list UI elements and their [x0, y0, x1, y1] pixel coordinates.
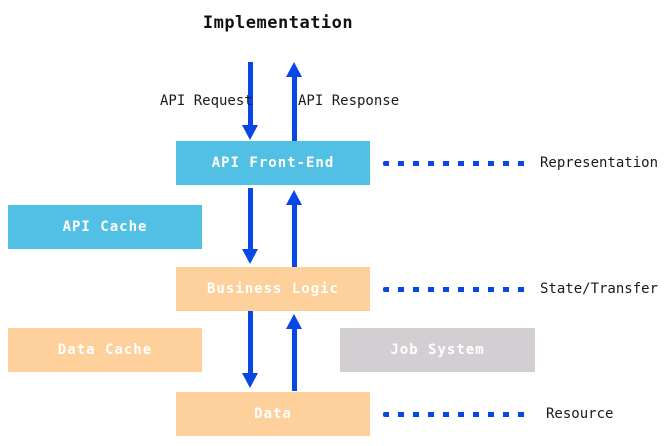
arrow-shaft — [291, 205, 297, 267]
arrow-shaft — [247, 311, 253, 373]
representation-label: Representation — [540, 155, 659, 171]
frontend-to-logic-down-arrow-icon — [242, 188, 258, 264]
api-response-label: API Response — [298, 93, 400, 109]
api-response-up-arrow-icon — [286, 62, 302, 142]
arrow-shaft — [291, 329, 297, 391]
resource-label: Resource — [546, 406, 614, 422]
api-request-down-arrow-icon — [242, 62, 258, 140]
business-logic-box: Business Logic — [176, 267, 370, 311]
arrow-head-down-icon — [242, 373, 258, 388]
arrow-shaft — [247, 62, 253, 125]
state-transfer-dashed-connector — [383, 287, 530, 292]
job-system-box: Job System — [340, 328, 535, 372]
data-box: Data — [176, 392, 370, 436]
api-front-end-box: API Front-End — [176, 141, 370, 185]
arrow-shaft — [291, 77, 297, 142]
logic-to-frontend-up-arrow-icon — [286, 190, 302, 267]
logic-to-data-down-arrow-icon — [242, 311, 258, 388]
api-cache-box: API Cache — [8, 205, 202, 249]
arrow-head-down-icon — [242, 125, 258, 140]
arrow-head-up-icon — [286, 190, 302, 205]
data-to-logic-up-arrow-icon — [286, 314, 302, 391]
data-cache-box: Data Cache — [8, 328, 202, 372]
representation-dashed-connector — [383, 161, 530, 166]
state-transfer-label: State/Transfer — [540, 281, 659, 297]
resource-dashed-connector — [383, 412, 530, 417]
arrow-head-down-icon — [242, 249, 258, 264]
arrow-head-up-icon — [286, 62, 302, 77]
arrow-head-up-icon — [286, 314, 302, 329]
arrow-shaft — [247, 188, 253, 249]
diagram-title: Implementation — [202, 13, 354, 33]
api-request-label: API Request — [160, 93, 253, 109]
